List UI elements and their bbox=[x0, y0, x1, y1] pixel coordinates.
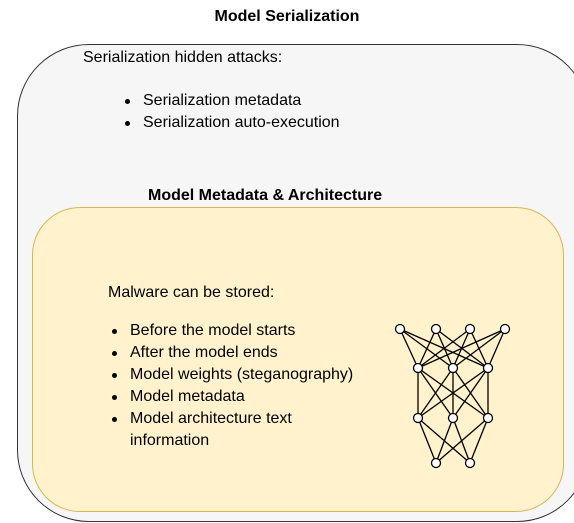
neural-network-icon bbox=[394, 323, 511, 469]
list-item: Model metadata bbox=[108, 386, 358, 408]
list-item: Serialization auto-execution bbox=[121, 112, 340, 134]
list-item: Model weights (steganography) bbox=[108, 364, 358, 386]
architecture-container bbox=[32, 207, 564, 512]
architecture-title: Model Metadata & Architecture bbox=[148, 187, 383, 204]
list-item: After the model ends bbox=[108, 342, 358, 364]
list-item: Before the model starts bbox=[108, 320, 358, 342]
list-item: Model architecture text information bbox=[108, 408, 358, 452]
malware-intro: Malware can be stored: bbox=[108, 284, 275, 301]
serialization-attack-list: Serialization metadata Serialization aut… bbox=[121, 90, 340, 134]
diagram-title: Model Serialization bbox=[214, 8, 360, 25]
serialization-intro: Serialization hidden attacks: bbox=[83, 49, 283, 66]
list-item: Serialization metadata bbox=[121, 90, 340, 112]
malware-location-list: Before the model starts After the model … bbox=[108, 320, 358, 452]
